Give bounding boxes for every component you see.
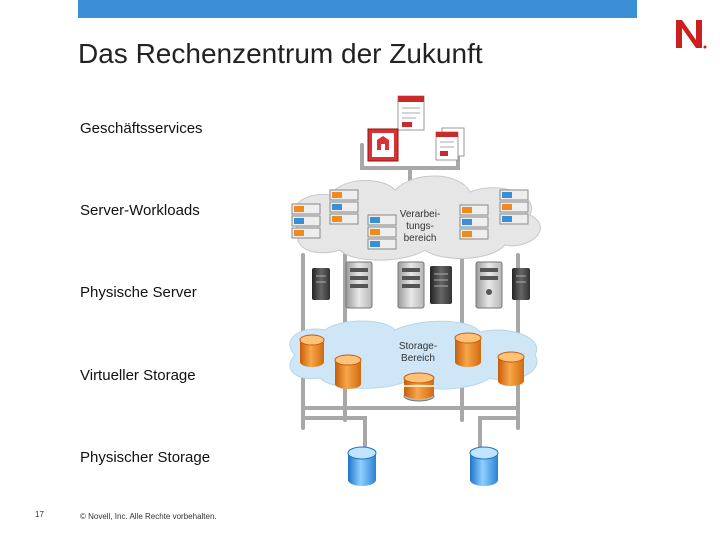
server-workload-stacks [291, 189, 529, 250]
server-tower-icon [397, 261, 425, 309]
copyright-notice: © Novell, Inc. Alle Rechte vorbehalten. [80, 512, 217, 521]
storage-cylinder-icon [347, 446, 377, 486]
application-icon [367, 128, 399, 162]
storage-cylinder-icon [497, 351, 525, 386]
page-title: Das Rechenzentrum der Zukunft [78, 38, 483, 69]
server-tower-icon [512, 268, 530, 300]
storage-cylinder-icon [299, 334, 325, 367]
storage-cloud-label-line-1: Storage- [399, 341, 437, 352]
storage-pool-icon [403, 372, 435, 402]
storage-cylinder-icon [454, 332, 482, 367]
novell-logo [676, 20, 707, 49]
compute-cloud-label-line-3: bereich [404, 233, 437, 244]
server-tower-icon [430, 266, 452, 304]
storage-cloud-label-line-2: Bereich [401, 353, 435, 364]
layer-label-physical-storage: Physischer Storage [80, 449, 211, 466]
server-tower-icon [345, 261, 373, 309]
document-icon [397, 95, 425, 131]
workload-stack-icon [499, 189, 529, 225]
server-tower-icon [475, 261, 503, 309]
page-number: 17 [35, 510, 44, 519]
layer-label-virtual-storage: Virtueller Storage [80, 367, 196, 384]
server-tower-icon [312, 268, 330, 300]
workload-stack-icon [291, 203, 321, 239]
header-accent-bar [78, 0, 637, 18]
workload-stack-icon [367, 214, 397, 250]
storage-cylinder-icon [469, 446, 499, 486]
layer-label-server-workloads: Server-Workloads [80, 202, 200, 219]
layer-label-business-services: Geschäftsservices [80, 120, 203, 137]
business-service-icons [367, 95, 465, 162]
workload-stack-icon [459, 204, 489, 240]
virtual-storage-cylinders [299, 332, 525, 402]
layer-label-physical-servers: Physische Server [80, 284, 197, 301]
report-icon [435, 127, 465, 161]
workload-stack-icon [329, 189, 359, 225]
storage-cylinder-icon [334, 354, 362, 389]
compute-cloud-label-line-2: tungs- [406, 221, 434, 232]
physical-servers [312, 261, 530, 309]
physical-storage-cylinders [347, 446, 499, 486]
compute-cloud-label-line-1: Verarbei- [400, 209, 441, 220]
